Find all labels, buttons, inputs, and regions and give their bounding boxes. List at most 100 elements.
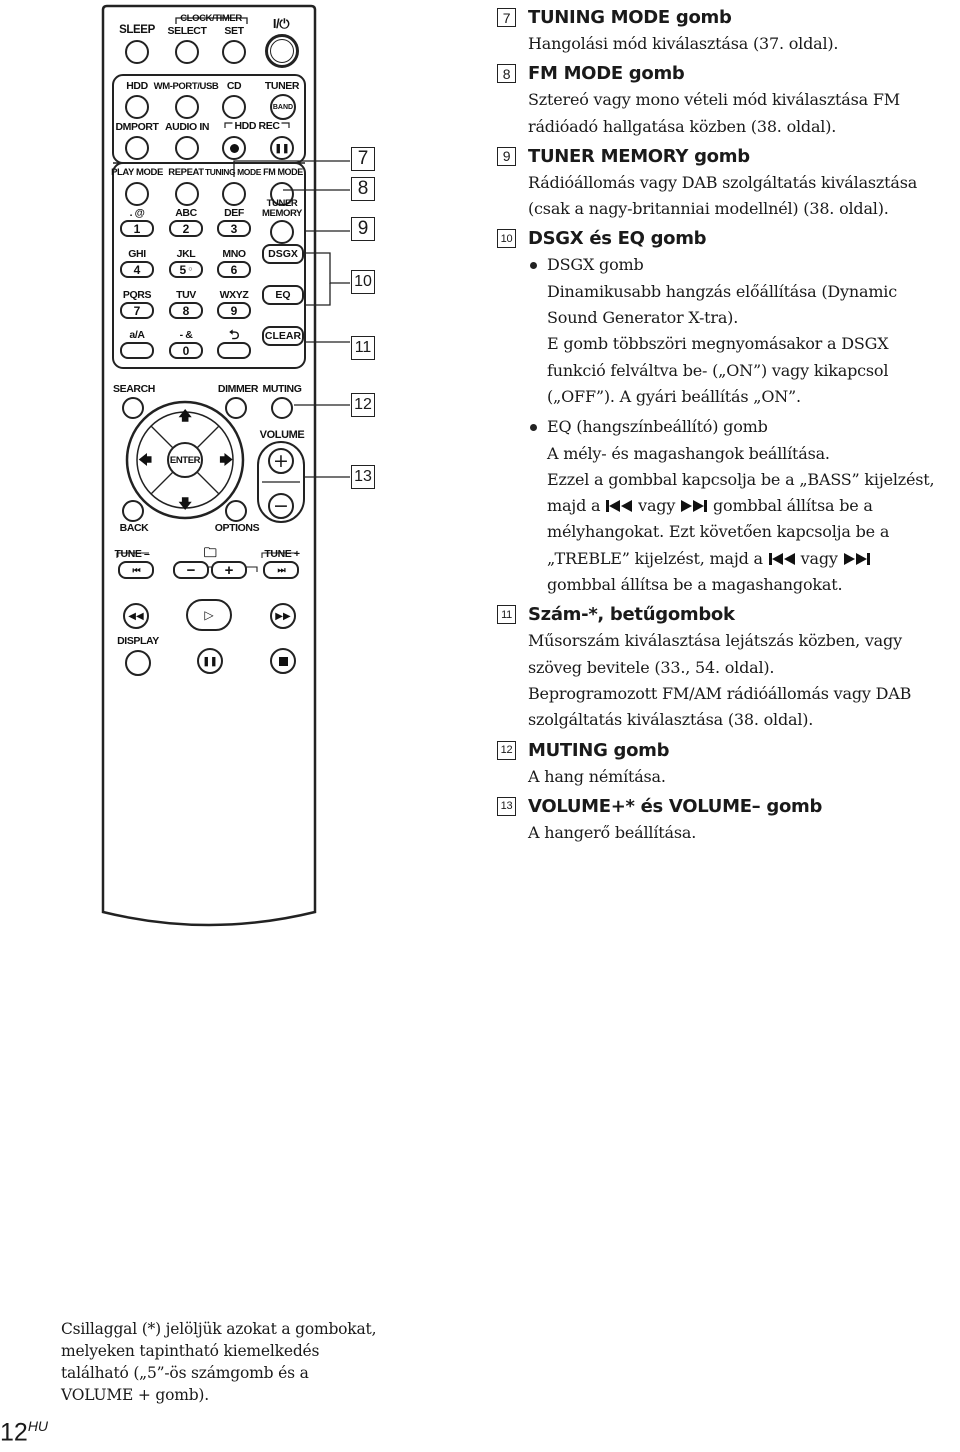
hdd-button[interactable] bbox=[125, 95, 149, 119]
key-1-button[interactable]: 1 bbox=[120, 220, 154, 237]
tuning-mode-button[interactable] bbox=[222, 182, 246, 206]
set-button[interactable] bbox=[222, 40, 246, 64]
search-button[interactable] bbox=[122, 397, 144, 419]
entry-number: 10 bbox=[497, 229, 516, 249]
bullet-text: A mély- és magashangok beállítása. bbox=[547, 443, 830, 463]
page-number: 12HU bbox=[0, 1418, 48, 1447]
rewind-icon: ◀◀ bbox=[128, 610, 144, 622]
arrow-up-icon[interactable]: 🡅 bbox=[178, 408, 192, 423]
text-fragment: vagy bbox=[800, 548, 838, 568]
play-mode-button[interactable] bbox=[125, 182, 149, 206]
sleep-button[interactable] bbox=[125, 40, 149, 64]
return-button[interactable] bbox=[217, 342, 251, 359]
key-3-button[interactable]: 3 bbox=[217, 220, 251, 237]
dimmer-button[interactable] bbox=[225, 397, 247, 419]
tune-minus-label: TUNE – bbox=[114, 548, 150, 560]
cd-button[interactable] bbox=[222, 95, 246, 119]
key-8-button[interactable]: 8 bbox=[169, 302, 203, 319]
text-fragment: gombbal állítsa be a bbox=[712, 496, 873, 516]
fm-mode-button[interactable] bbox=[270, 182, 294, 206]
stop-button[interactable] bbox=[270, 648, 296, 674]
repeat-button[interactable] bbox=[175, 182, 199, 206]
dmport-button[interactable] bbox=[125, 136, 149, 160]
hdd-rec-pause-button[interactable]: ❚❚ bbox=[270, 136, 294, 160]
select-button[interactable] bbox=[175, 40, 199, 64]
options-button[interactable] bbox=[225, 500, 247, 522]
entry-text: A hang némítása. bbox=[528, 766, 666, 786]
arrow-right-icon[interactable]: 🡆 bbox=[219, 452, 233, 467]
key-4-letters: GHI bbox=[128, 248, 146, 260]
clear-button[interactable]: CLEAR bbox=[262, 326, 304, 346]
enter-button[interactable]: ENTER bbox=[167, 442, 203, 478]
entry-text: rádióadó hallgatása közben (38. oldal). bbox=[528, 116, 837, 136]
record-button[interactable] bbox=[222, 136, 246, 160]
arrow-left-icon[interactable]: 🡄 bbox=[138, 452, 152, 467]
display-label: DISPLAY bbox=[117, 635, 159, 647]
muting-label: MUTING bbox=[262, 383, 302, 395]
key-2-button[interactable]: 2 bbox=[169, 220, 203, 237]
footnote-line: található („5”-ös számgomb és a bbox=[61, 1364, 309, 1382]
tuner-label: TUNER bbox=[264, 80, 300, 92]
callout-10: 10 bbox=[351, 270, 375, 294]
tune-plus-label: TUNE + bbox=[264, 548, 300, 560]
entry-number: 12 bbox=[497, 740, 516, 760]
fast-forward-button[interactable]: ▶▶ bbox=[270, 603, 296, 629]
key-6-button[interactable]: 6 bbox=[217, 261, 251, 278]
key-6-letters: MNO bbox=[222, 248, 246, 260]
volume-minus-button[interactable]: − bbox=[268, 493, 294, 519]
key-3-letters: DEF bbox=[224, 207, 244, 219]
tuner-band-button[interactable]: BAND bbox=[270, 94, 296, 120]
cd-label: CD bbox=[226, 80, 242, 92]
entry-number: 7 bbox=[497, 8, 516, 27]
tuner-memory-button[interactable] bbox=[270, 220, 294, 244]
key-2-letters: ABC bbox=[175, 207, 197, 219]
bullet-text: gombbal állítsa be a magashangokat. bbox=[547, 575, 843, 595]
pause-button[interactable]: ❚❚ bbox=[197, 648, 223, 674]
tuner-memory-label: TUNER MEMORY bbox=[262, 198, 302, 219]
display-button[interactable] bbox=[125, 650, 151, 676]
previous-track-icon bbox=[606, 500, 633, 513]
key-7-letters: PQRS bbox=[122, 289, 152, 301]
entry-title: DSGX és EQ gomb bbox=[528, 228, 707, 250]
rewind-button[interactable]: ◀◀ bbox=[123, 603, 149, 629]
key-0-button[interactable]: 0 bbox=[169, 342, 203, 359]
entry-text: Műsorszám kiválasztása lejátszás közben,… bbox=[528, 631, 902, 651]
wm-port-usb-button[interactable] bbox=[175, 95, 199, 119]
back-button[interactable] bbox=[122, 500, 144, 522]
play-button[interactable]: ▷ bbox=[186, 599, 232, 631]
key-4-button[interactable]: 4 bbox=[120, 261, 154, 278]
entry-title: MUTING gomb bbox=[528, 739, 670, 761]
folder-minus-button[interactable]: − bbox=[173, 561, 209, 579]
eq-button[interactable]: EQ bbox=[262, 285, 304, 305]
key-5-button[interactable]: 5○ bbox=[169, 261, 203, 278]
entry-text: szolgáltatás kiválasztása (38. oldal). bbox=[528, 710, 814, 730]
arrow-down-icon[interactable]: 🡇 bbox=[178, 496, 192, 511]
previous-track-icon bbox=[768, 552, 795, 565]
text-fragment: vagy bbox=[638, 496, 676, 516]
muting-button[interactable] bbox=[271, 397, 293, 419]
key-7-button[interactable]: 7 bbox=[120, 302, 154, 319]
bullet-text: E gomb többszöri megnyomásakor a DSGX bbox=[547, 334, 889, 354]
case-toggle-button[interactable] bbox=[120, 342, 154, 359]
play-mode-label: PLAY MODE bbox=[111, 167, 163, 178]
text-fragment: majd a bbox=[547, 496, 601, 516]
key-9-button[interactable]: 9 bbox=[217, 302, 251, 319]
folder-plus-button[interactable]: + bbox=[211, 561, 247, 579]
previous-track-button[interactable]: ⏮ bbox=[118, 561, 154, 579]
bullet-text: Sound Generator X-tra). bbox=[547, 308, 739, 328]
next-track-button[interactable]: ⏭ bbox=[263, 561, 299, 579]
remote-body-outline bbox=[101, 4, 317, 927]
hdd-rec-label: HDD REC bbox=[232, 120, 282, 132]
audio-in-label: AUDIO IN bbox=[164, 121, 210, 133]
footnote: Csillaggal (*) jelöljük azokat a gomboka… bbox=[61, 1318, 391, 1406]
volume-label: VOLUME bbox=[259, 429, 305, 441]
dsgx-button[interactable]: DSGX bbox=[262, 244, 304, 264]
pause-icon: ❚❚ bbox=[202, 655, 218, 666]
power-button[interactable] bbox=[265, 34, 299, 68]
volume-plus-button[interactable]: + bbox=[268, 448, 294, 474]
sleep-label: SLEEP bbox=[119, 24, 155, 36]
audio-in-button[interactable] bbox=[175, 136, 199, 160]
